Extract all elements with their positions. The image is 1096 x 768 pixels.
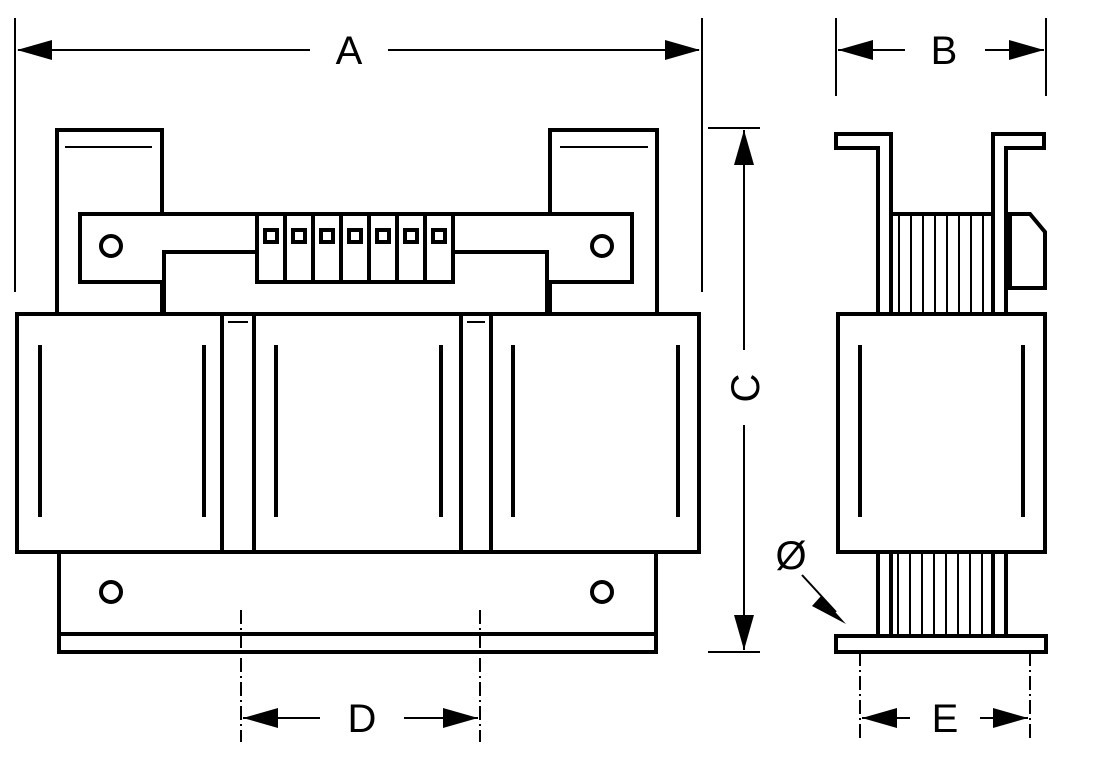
terminal-screw [431, 228, 447, 244]
mounting-hole [590, 234, 614, 258]
dimension-diameter: Ø [775, 534, 846, 624]
mounting-hole [99, 234, 123, 258]
dimension-label-a: A [336, 29, 363, 73]
side-bracket-left [834, 132, 893, 316]
terminal-screw [375, 228, 391, 244]
dimension-label-diameter: Ø [775, 534, 806, 578]
dimension-label-c: C [724, 374, 768, 403]
mounting-hole [99, 580, 123, 604]
dimension-d: D [243, 697, 478, 741]
dimension-e: E [862, 697, 1028, 741]
dimension-b: B [835, 18, 1047, 96]
lower-lamination-stack [876, 550, 1008, 638]
terminal-block [255, 212, 455, 284]
terminal-screw [347, 228, 363, 244]
terminal-screw [291, 228, 307, 244]
mounting-hole [590, 580, 614, 604]
side-view [834, 132, 1048, 742]
terminal-block-body [255, 212, 455, 284]
terminal-screw [319, 228, 335, 244]
coil-body [15, 312, 701, 554]
terminal-screw [403, 228, 419, 244]
dimension-c: C [708, 127, 768, 653]
terminal-screw [263, 228, 279, 244]
mounting-foot [57, 550, 658, 654]
dimension-label-e: E [932, 697, 959, 741]
side-coil [836, 312, 1047, 554]
dimension-a: A [14, 18, 703, 292]
upper-lamination-stack [889, 212, 1047, 316]
dimension-label-d: D [348, 697, 377, 741]
front-view [15, 128, 701, 742]
dimension-label-b: B [931, 29, 958, 73]
